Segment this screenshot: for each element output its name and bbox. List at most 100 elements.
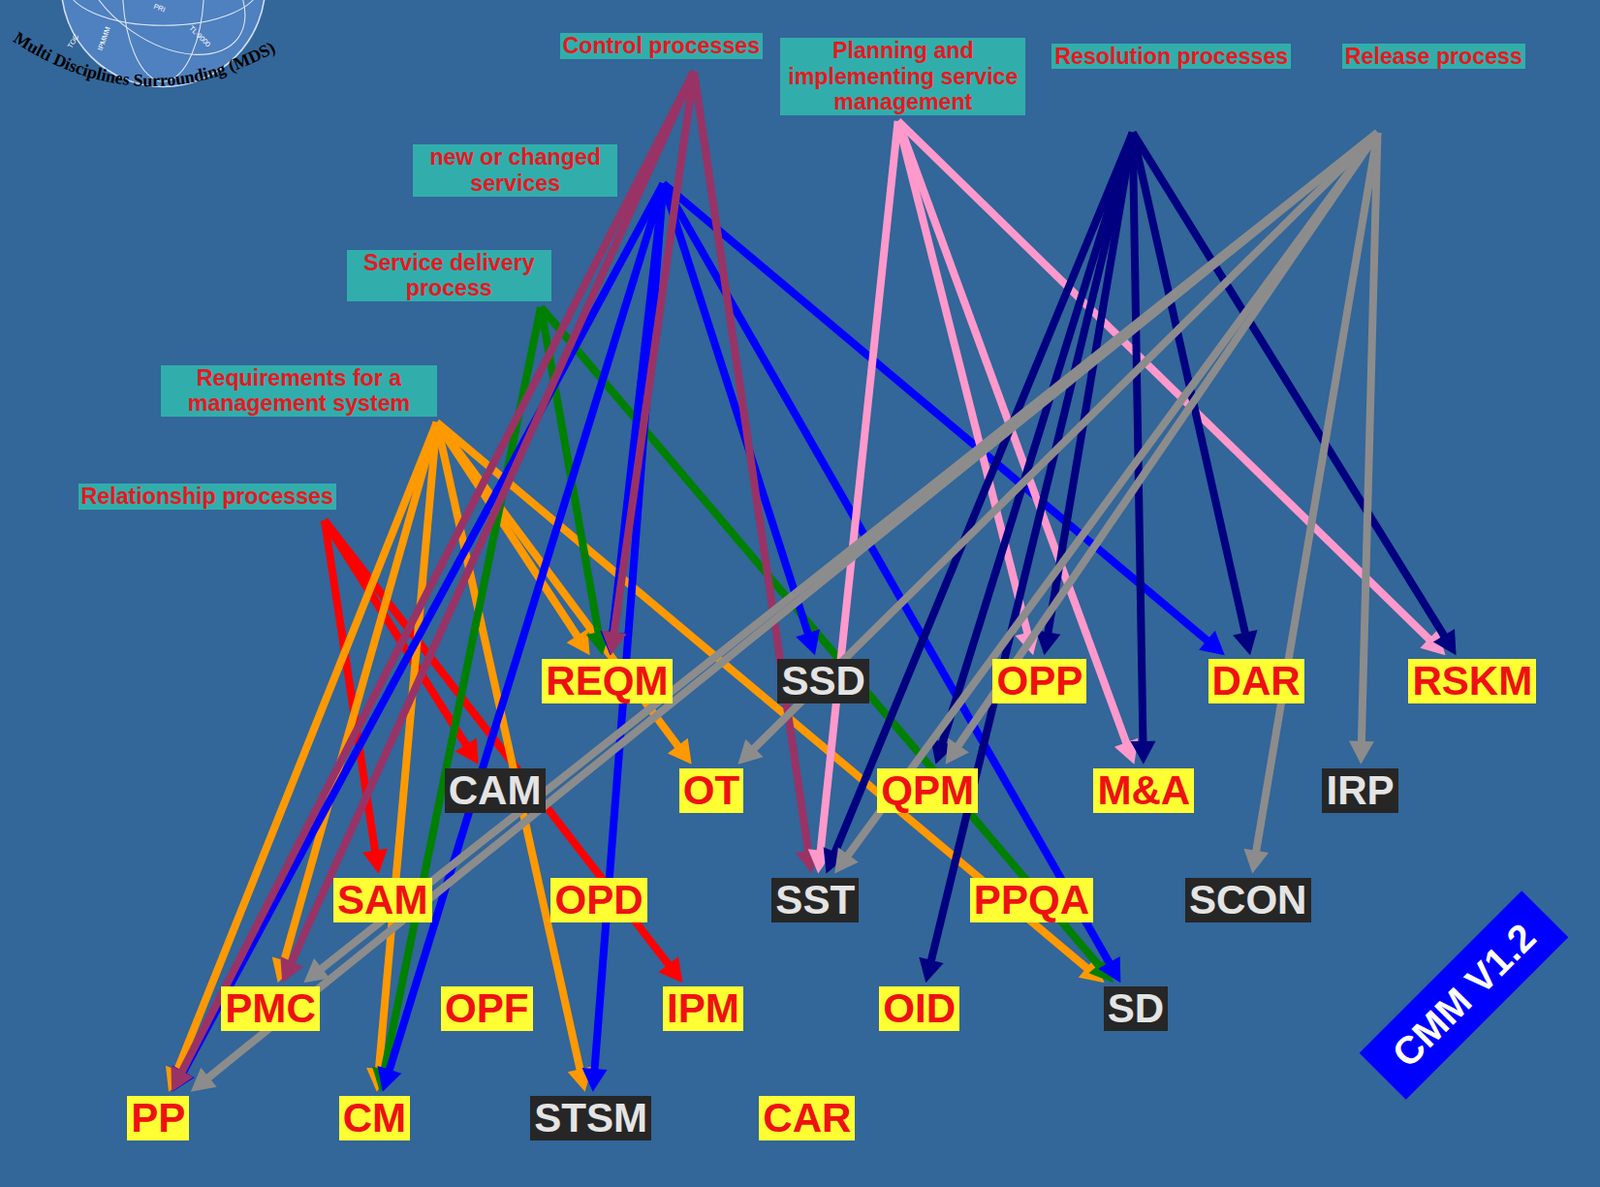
- tile-face: [1195, 736, 1525, 847]
- tile-face: [538, 954, 868, 1065]
- process-area-tile: PPQA: [867, 845, 1196, 955]
- arrow-shaft: [819, 121, 898, 855]
- tile-face: [971, 954, 1300, 1065]
- arrow-head: [1098, 956, 1121, 983]
- tile-label: OT: [679, 768, 744, 814]
- tile-face: [546, 736, 876, 847]
- process-area-tile: IPM: [538, 954, 868, 1065]
- process-area-tile: PMC: [106, 954, 436, 1065]
- tile-face: [763, 736, 1093, 847]
- process-area-tile: SST: [651, 845, 980, 955]
- arrow-connector: [693, 71, 821, 875]
- logo-globe: [61, 0, 266, 88]
- process-area-tile: SAM: [218, 845, 547, 955]
- tile-face: [0, 1064, 323, 1174]
- arrow-shaft: [180, 71, 694, 1075]
- tile-label: SSD: [777, 658, 870, 704]
- tile-label: OPP: [992, 658, 1087, 704]
- arrow-connector: [190, 132, 1379, 1093]
- arrow-connector: [165, 422, 438, 1093]
- slab-label: Resolution processes: [1051, 43, 1291, 70]
- tile-label: CAR: [758, 1096, 855, 1141]
- arrow-head: [303, 958, 330, 983]
- arrow-head: [1243, 848, 1269, 875]
- tile-face: [642, 1064, 972, 1174]
- process-area-tile: CM: [210, 1064, 539, 1174]
- arrow-shaft: [662, 184, 809, 638]
- arrow-shaft: [898, 121, 1030, 637]
- tile-face: [651, 845, 980, 955]
- arrow-connector: [834, 132, 1378, 875]
- arrow-connector: [376, 184, 663, 1093]
- arrow-head: [1198, 630, 1225, 656]
- arrow-connector: [930, 132, 1132, 765]
- tile-edge: [0, 1173, 852, 1187]
- arrow-head: [945, 738, 970, 765]
- tile-face: [754, 954, 1084, 1065]
- process-area-tile: OPP: [875, 627, 1204, 737]
- arrow-head: [582, 1067, 608, 1093]
- arrow-shaft: [1361, 132, 1379, 746]
- arrow-shaft: [956, 132, 1379, 749]
- tile-label: RSKM: [1408, 658, 1537, 704]
- arrow-shaft: [898, 121, 1129, 747]
- arrow-head: [795, 628, 820, 656]
- tile-label: DAR: [1208, 658, 1305, 704]
- arrow-shaft: [388, 184, 664, 1074]
- arrow-head: [658, 956, 683, 983]
- arrow-shaft: [594, 184, 663, 1073]
- tile-face: [426, 1064, 755, 1174]
- arrow-connector: [898, 121, 1040, 656]
- logo-orbit: [65, 0, 260, 26]
- process-area-tile: CAR: [642, 1064, 972, 1174]
- tile-face: [330, 736, 659, 847]
- process-slab: Requirements for a management system: [115, 334, 499, 444]
- process-area-tile: STSM: [426, 1064, 755, 1174]
- process-area-tile: QPM: [763, 736, 1093, 847]
- process-slab: Relationship processes: [0, 443, 388, 557]
- tile-label: PMC: [220, 986, 320, 1032]
- arrow-shaft: [941, 132, 1133, 747]
- version-label: CMM V1.2: [1381, 911, 1547, 1077]
- arrow-head: [1232, 629, 1257, 656]
- arrow-head: [362, 848, 388, 875]
- slab-label: Planning and implementing service manage…: [780, 37, 1026, 116]
- tile-face: [218, 845, 547, 955]
- arrow-connector: [280, 71, 694, 983]
- arrow-head: [566, 628, 591, 656]
- tile-label: SD: [1103, 986, 1168, 1032]
- process-area-tile: OPF: [322, 954, 652, 1065]
- arrow-shaft: [181, 184, 663, 1076]
- arrow-head: [1129, 741, 1156, 765]
- process-area-tile: OT: [546, 736, 876, 847]
- tile-label: OPF: [440, 986, 534, 1032]
- logo-title: Multi Disciplines Surrounding (MDS): [10, 28, 280, 91]
- arrow-head: [280, 956, 304, 983]
- tile-label: SST: [771, 878, 859, 923]
- arrow-shaft: [693, 71, 809, 855]
- arrow-head: [667, 738, 692, 765]
- arrow-head: [834, 847, 859, 874]
- tile-label: PP: [126, 1096, 189, 1141]
- arrow-connector: [582, 184, 664, 1093]
- process-slab: Release process: [1225, 7, 1600, 130]
- version-badge: CMM V1.2: [1359, 890, 1569, 1100]
- arrow-head: [190, 1067, 218, 1093]
- tile-label: IRP: [1321, 768, 1398, 814]
- tile-label: OID: [878, 986, 960, 1032]
- tile-face: [322, 954, 652, 1065]
- arrow-shaft: [846, 132, 1378, 859]
- arrow-shaft: [613, 71, 694, 637]
- arrow-connector: [945, 132, 1379, 765]
- tile-face: [435, 845, 764, 955]
- arrow-head: [1349, 741, 1375, 765]
- tile-label: SAM: [333, 878, 433, 923]
- yellow-tick: [1222, 0, 1228, 11]
- tile-face: [442, 627, 772, 737]
- tile-label: OPD: [550, 878, 647, 923]
- slab-face: [225, 226, 608, 336]
- tile-label: STSM: [530, 1096, 652, 1141]
- process-area-tile: CAM: [330, 736, 659, 847]
- arrow-shaft: [1132, 132, 1144, 746]
- process-area-tile: SSD: [658, 627, 988, 737]
